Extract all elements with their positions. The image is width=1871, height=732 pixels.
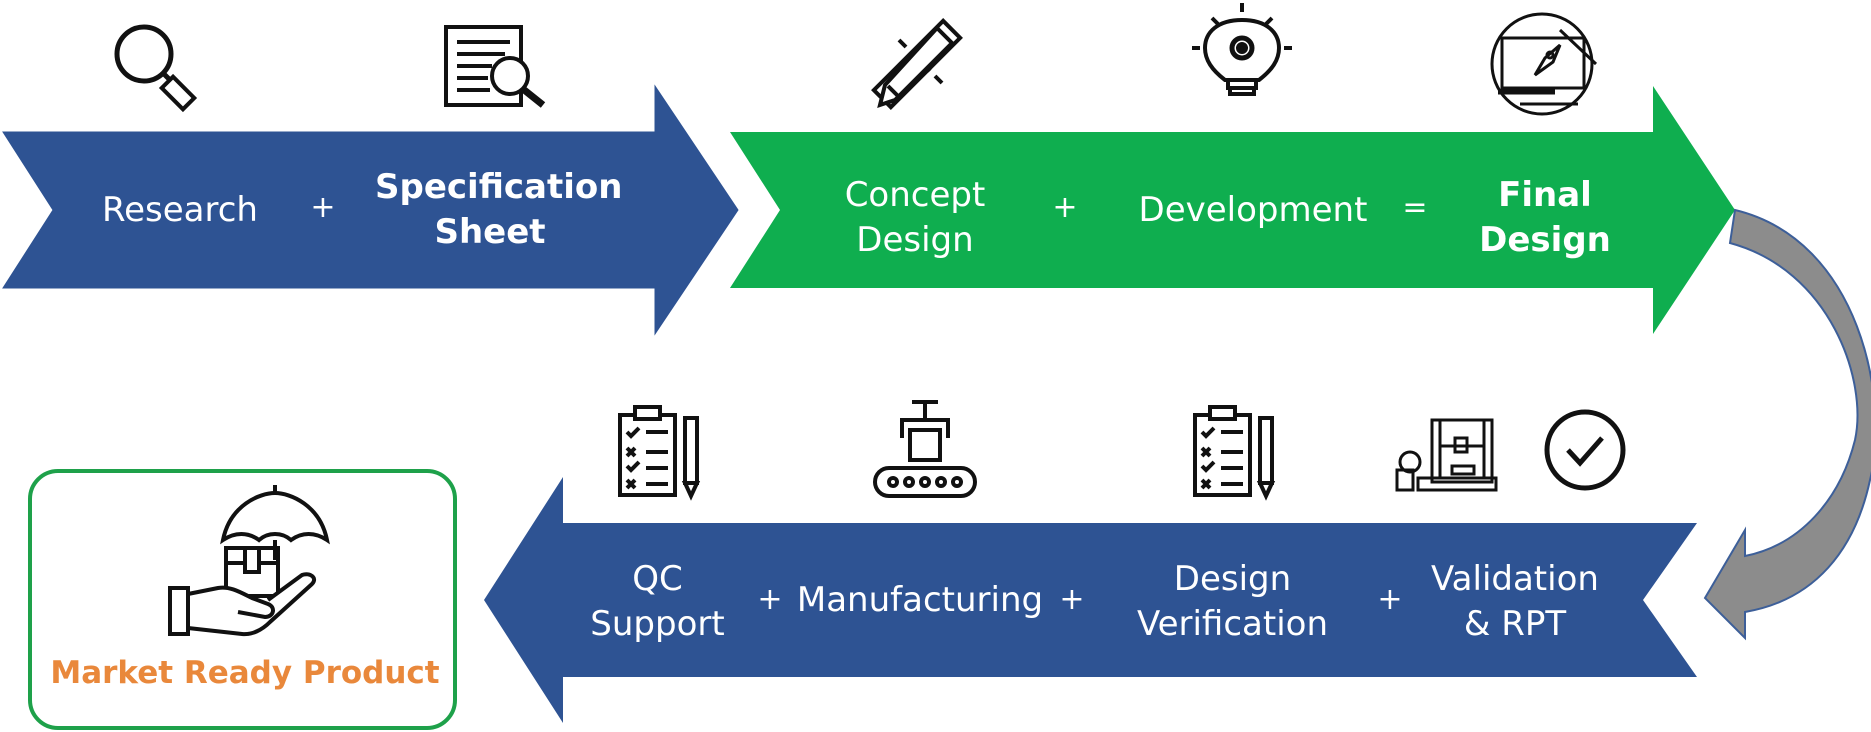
blueprint-rocket-icon [1490, 12, 1598, 116]
label-market-ready-product: Market Ready Product [50, 655, 440, 691]
label-concept-design: Concept Design [844, 175, 986, 260]
spec-sheet-icon [444, 25, 546, 108]
label-validation-rpt: Validation & RPT [1431, 559, 1599, 644]
check-circle-icon [1544, 409, 1626, 491]
arrow-concept-final [730, 86, 1735, 334]
magnifier-icon [114, 24, 198, 113]
checklist-icon [1193, 405, 1276, 501]
plus-sign: + [757, 582, 783, 617]
label-manufacturing: Manufacturing [796, 580, 1044, 620]
plus-sign: + [1052, 190, 1078, 225]
label-specification-sheet: Specification Sheet [375, 167, 623, 252]
checklist-icon [618, 405, 701, 501]
lightbulb-gear-icon [1192, 3, 1292, 96]
arrow-research-spec [2, 84, 739, 336]
3d-printer-icon [1395, 418, 1498, 492]
plus-sign: + [1377, 582, 1403, 617]
label-research: Research [102, 190, 258, 230]
label-development: Development [1138, 190, 1368, 230]
label-final-design: Final Design [1479, 175, 1611, 260]
conveyor-robot-icon [873, 400, 977, 498]
pencil-ruler-icon [871, 18, 963, 110]
label-design-verification: Design Verification [1136, 559, 1329, 644]
equals-sign: = [1402, 190, 1428, 225]
connector-curved-arrow [1703, 208, 1871, 641]
plus-sign: + [1059, 582, 1085, 617]
label-qc-support: QC Support [590, 559, 725, 644]
arrow-validation-qc [484, 477, 1697, 723]
plus-sign: + [310, 190, 336, 225]
hand-box-umbrella-icon [168, 485, 330, 637]
